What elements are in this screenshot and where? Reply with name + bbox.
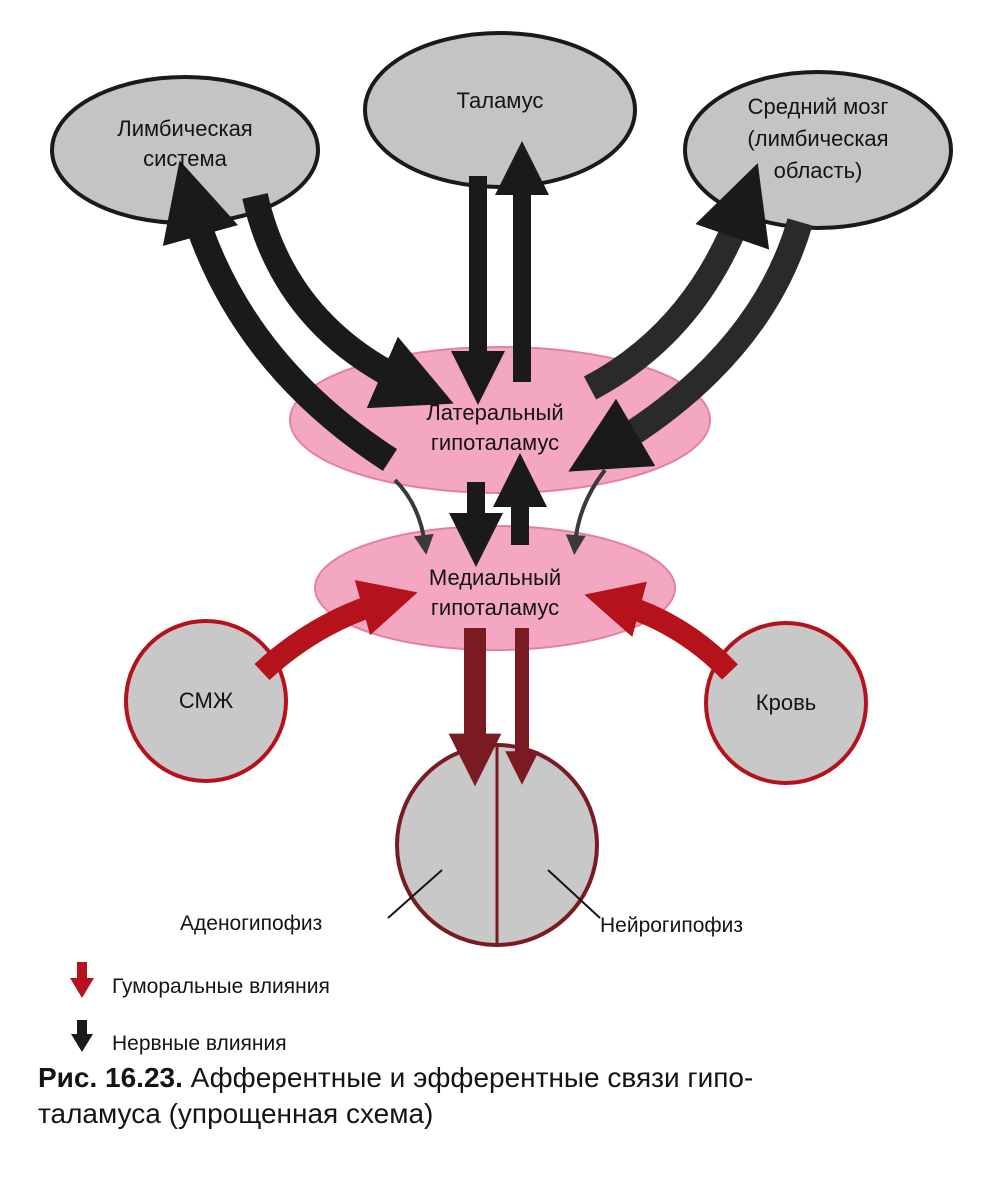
blood-node xyxy=(704,621,868,785)
nervous-legend-label: Нервные влияния xyxy=(112,1032,287,1055)
limbic-label-line2: система xyxy=(143,146,227,171)
medial-label-line2: гипоталамус xyxy=(431,595,559,620)
arrow-limbic-branch-to-medial xyxy=(393,478,434,555)
arrow-midbrain-to-lateral xyxy=(568,218,813,472)
caption-text-2: таламуса (упрощенная схема) xyxy=(38,1098,434,1129)
arrow-blood-to-medial xyxy=(584,581,738,680)
arrow-midbrain-branch-to-medial xyxy=(565,468,607,555)
figure-caption: Рис. 16.23. Афферентные и эфферентные св… xyxy=(38,1060,978,1132)
nervous-legend-icon xyxy=(71,1020,93,1052)
neurohypophysis-label: Нейрогипофиз xyxy=(600,914,743,937)
arrow-lateral-to-limbic xyxy=(162,160,398,471)
midbrain-label-line3: область) xyxy=(774,158,863,183)
thalamus-label: Таламус xyxy=(457,88,544,113)
humoral-legend-label: Гуморальные влияния xyxy=(112,975,330,998)
neuro-pointer-line xyxy=(547,869,601,919)
legend: Гуморальные влияния Нервные влияния xyxy=(70,962,330,1055)
midbrain-label-line1: Средний мозг xyxy=(748,94,889,119)
lateral-label-line2: гипоталамус xyxy=(431,430,559,455)
csf-node xyxy=(124,619,288,783)
caption-line-1: Рис. 16.23. Афферентные и эфферентные св… xyxy=(38,1060,978,1096)
hypothalamus-diagram: Лимбическая система Таламус Средний мозг… xyxy=(50,31,953,1055)
arrow-limbic-to-lateral xyxy=(242,193,454,409)
lateral-label-line1: Латеральный xyxy=(426,400,563,425)
csf-label: СМЖ xyxy=(179,688,234,713)
caption-text-1: Афферентные и эфферентные связи гипо- xyxy=(190,1062,754,1093)
blood-label: Кровь xyxy=(756,690,816,715)
arrow-csf-to-medial xyxy=(254,580,418,681)
adeno-pointer-line xyxy=(387,869,443,919)
adenohypophysis-label: Аденогипофиз xyxy=(180,912,322,935)
midbrain-label-line2: (лимбическая xyxy=(747,126,888,151)
caption-label: Рис. 16.23. xyxy=(38,1062,183,1093)
arrow-lateral-to-midbrain xyxy=(583,163,770,400)
medial-label-line1: Медиальный xyxy=(429,565,561,590)
humoral-legend-icon xyxy=(70,962,94,998)
limbic-label-line1: Лимбическая xyxy=(117,116,252,141)
